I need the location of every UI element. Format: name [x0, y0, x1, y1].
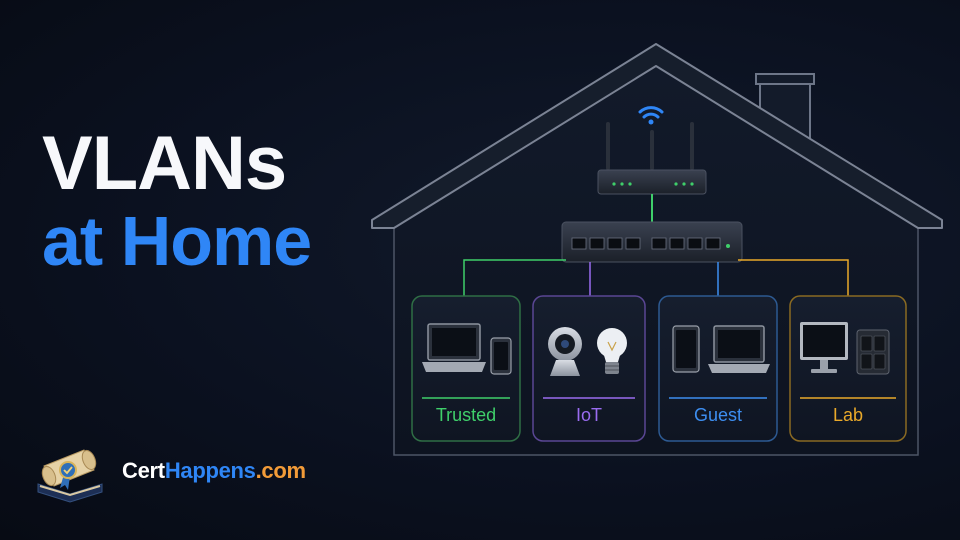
router-icon	[597, 122, 707, 195]
headline: VLANs at Home	[42, 121, 312, 280]
network-switch-icon	[561, 221, 743, 263]
camera-icon	[548, 327, 582, 376]
brand-name-part-3: .com	[255, 458, 306, 483]
vlan-label-iot: IoT	[575, 405, 602, 425]
brand-logo: CertHappens.com	[32, 436, 306, 506]
brand-name: CertHappens.com	[122, 458, 306, 484]
phone-icon	[490, 337, 512, 375]
vlan-label-guest: Guest	[693, 405, 743, 425]
lightbulb-icon	[597, 328, 627, 374]
headline-line-2: at Home	[42, 202, 312, 280]
headline-line-1: VLANs	[42, 121, 287, 206]
scroll-book-icon	[37, 449, 103, 503]
wifi-icon	[638, 106, 664, 125]
laptop-icon	[708, 325, 770, 373]
vlan-label-lab: Lab	[832, 405, 864, 425]
monitor-icon	[800, 322, 848, 373]
brand-name-part-1: Cert	[122, 458, 165, 483]
vlan-label-trusted: Trusted	[435, 405, 497, 425]
tablet-icon	[672, 325, 700, 373]
server-icon	[856, 329, 890, 375]
laptop-icon	[422, 323, 486, 372]
vlan-links	[463, 259, 849, 296]
brand-name-part-2: Happens	[164, 458, 256, 483]
